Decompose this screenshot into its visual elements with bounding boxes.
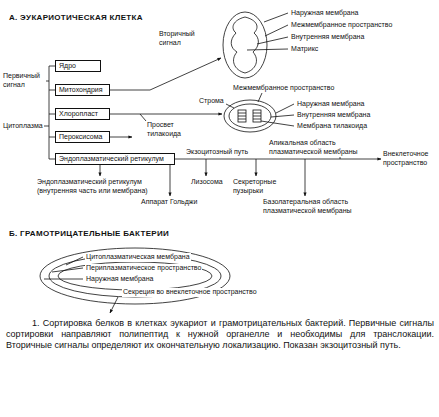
leader-line [258, 93, 262, 102]
part-label: Цитоплазматическая мембрана [85, 253, 191, 262]
branch-arrow [206, 159, 207, 176]
thylakoid-lines [238, 113, 261, 119]
cytoplasmic-membrane [58, 262, 212, 290]
branch-arrow [305, 159, 306, 196]
path-label: Экзоцитозный путь [185, 148, 249, 157]
box-label: Пероксисома [59, 133, 102, 140]
destination-label: Апикальная область плазматической мембра… [268, 139, 362, 156]
chloroplast-inner [229, 104, 271, 128]
organelle-box: Ядро [55, 60, 101, 72]
route-line [110, 114, 222, 115]
branch-arrow [256, 159, 257, 176]
mitochondrion-outer [223, 12, 267, 78]
part-label: Мембрана тилакоида [296, 122, 368, 131]
destination-label: Секреция во внеклеточное пространство [122, 288, 258, 297]
box-label: Митохондрия [59, 86, 103, 93]
destination-label: Эндоплазматический ретикулум (внутренняя… [36, 178, 156, 195]
part-label: Строма [198, 97, 225, 106]
organelle-box: Митохондрия [55, 84, 110, 96]
organelle-box: Хлоропласт [55, 108, 110, 120]
organelle-box: Эндоплазматический ретикулум [55, 153, 175, 165]
part-label: Межмембранное пространство [232, 84, 335, 93]
part-label: Периплазматическое пространство [85, 264, 202, 273]
route-line [110, 137, 132, 138]
signal-label: Вторичный сигнал [158, 30, 204, 47]
part-label: Наружная мембрана [290, 9, 360, 18]
part-label: Наружная мембрана [296, 100, 366, 109]
leader-line [261, 104, 294, 126]
destination-label: Лизосома [190, 178, 224, 187]
destination-label: Внеклеточное пространство [382, 150, 436, 167]
secretion-arrow [110, 297, 118, 313]
box-label: Ядро [59, 62, 76, 69]
part-label: Просвет тилакоида [146, 121, 200, 138]
branch-tick [340, 157, 341, 159]
figure-caption: 1. Сортировка белков в клетках эукариот … [6, 318, 434, 351]
mitochondrion-inner [231, 17, 258, 73]
part-label: Наружная мембрана [85, 275, 155, 284]
destination-label: Базолатеральная область плазматической м… [262, 198, 374, 215]
organelle-box: Пероксисома [55, 131, 110, 143]
part-label: Внутренняя мембрана [290, 33, 365, 42]
part-label: Матрикс [290, 45, 319, 54]
branch-line [140, 114, 146, 121]
section-heading: Б. ГРАМОТРИЦАТЕЛЬНЫЕ БАКТЕРИИ [8, 230, 170, 239]
destination-label: Аппарат Гольджи [140, 198, 198, 207]
box-label: Хлоропласт [59, 110, 98, 117]
compartment-label: Цитоплазма [2, 122, 44, 131]
chloroplast-outer [224, 100, 276, 132]
branch-arrow [100, 165, 101, 176]
leader-line [44, 257, 83, 279]
route-line [110, 58, 221, 90]
signal-bracket [45, 66, 55, 159]
part-label: Межмембранное пространство [290, 21, 393, 30]
leader-line [247, 13, 288, 50]
leader-line [226, 104, 234, 108]
part-label: Внутренняя мембрана [296, 111, 371, 120]
section-heading: А. ЭУКАРИОТИЧЕСКАЯ КЛЕТКА [8, 14, 144, 23]
box-label: Эндоплазматический ретикулум [59, 155, 164, 162]
destination-label: Секреторные пузырьки [232, 178, 286, 195]
signal-label: Первичный сигнал [2, 72, 46, 89]
